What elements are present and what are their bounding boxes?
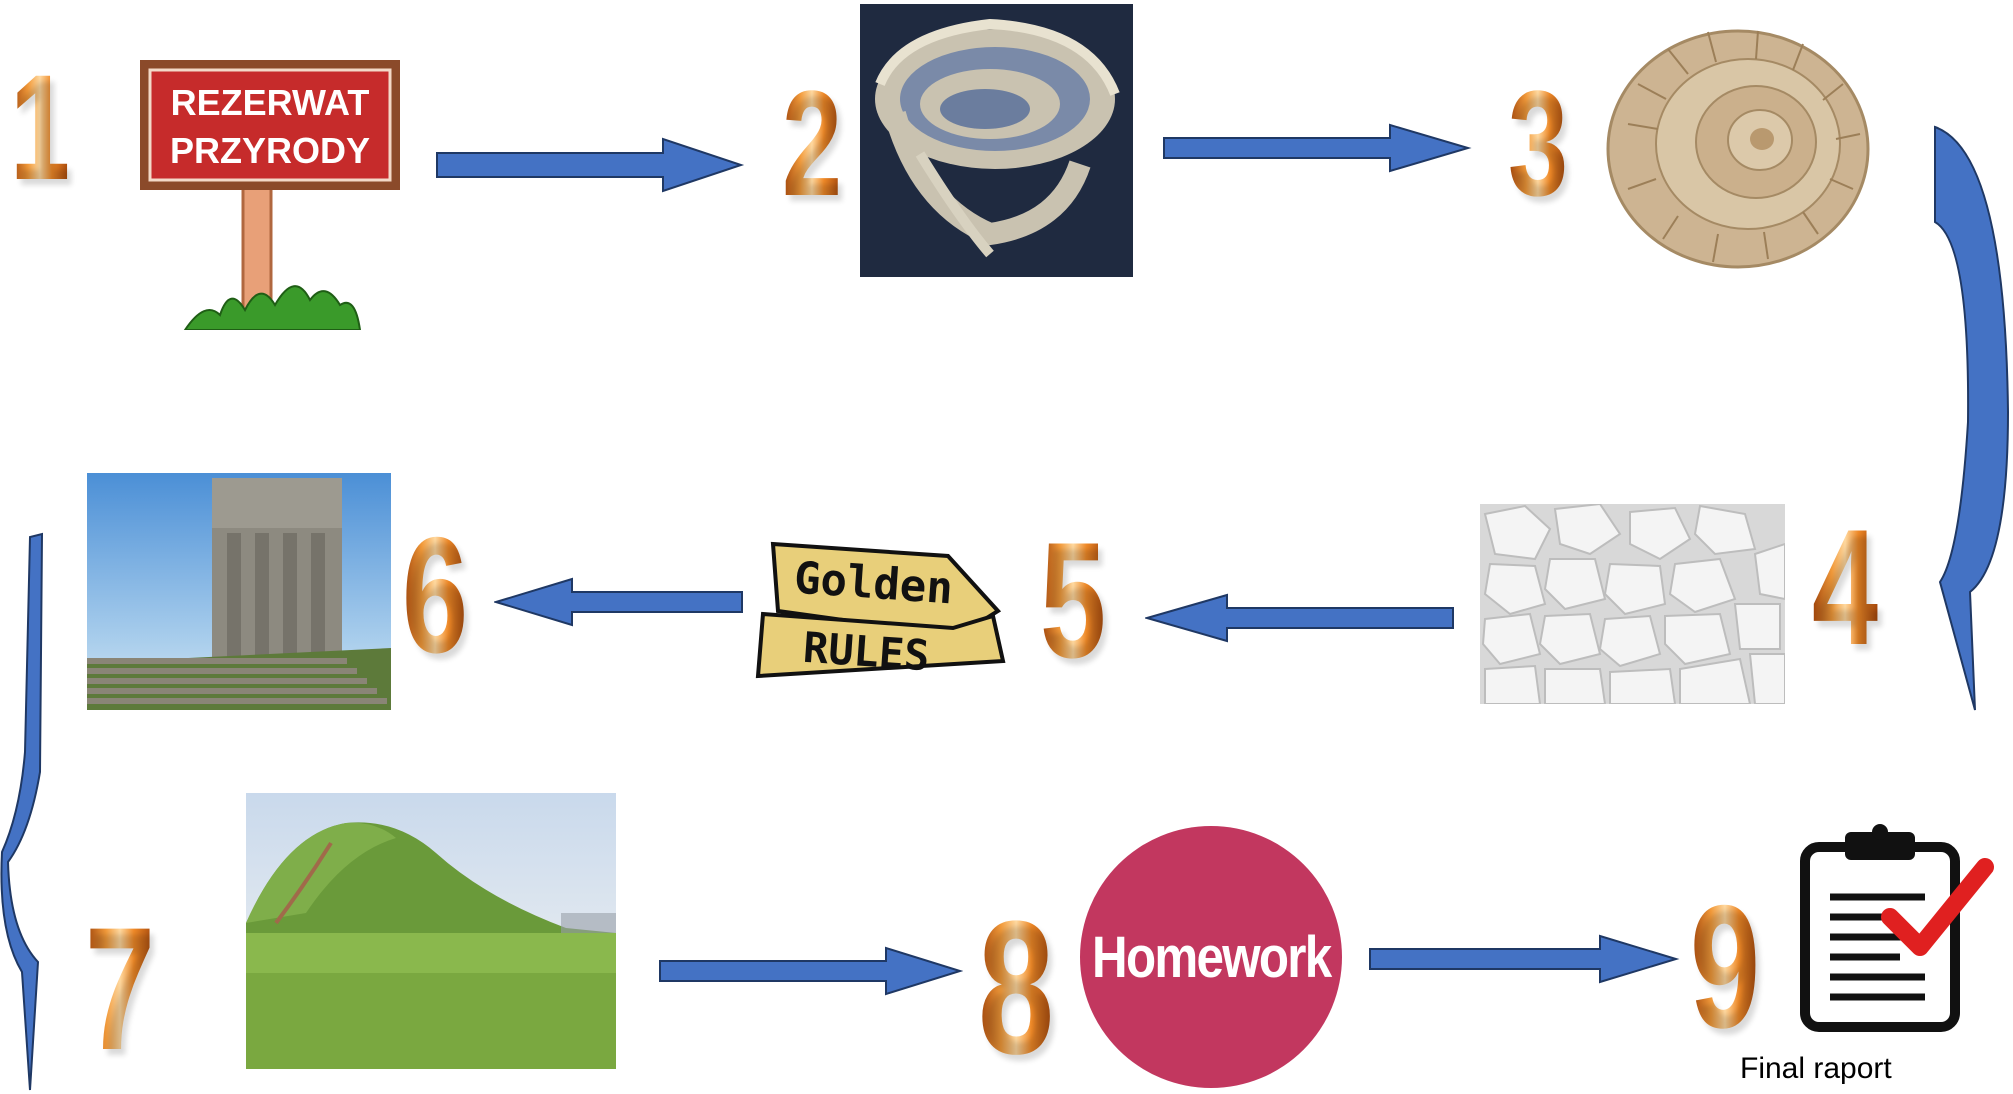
clipboard-check-icon: [1795, 822, 1995, 1034]
step-number-4: 4: [1812, 495, 1879, 679]
sign-text-line2: PRZYRODY: [170, 130, 370, 171]
arrow-left-1: [494, 576, 744, 628]
sign-text-line1: REZERWAT: [171, 82, 370, 123]
step-number-2: 2: [782, 59, 843, 227]
arrow-right-3: [658, 945, 963, 997]
arrow-right-2: [1162, 122, 1472, 174]
golden-rules-tape: Golden RULES: [748, 536, 1006, 691]
step-number-7: 7: [85, 892, 156, 1087]
step-number-3: 3: [1508, 59, 1569, 227]
white-stones-photo: [1480, 504, 1785, 704]
arrow-right-1: [435, 135, 745, 195]
step-number-8: 8: [978, 882, 1055, 1094]
homework-circle: Homework: [1080, 826, 1342, 1088]
ammonite-fossil: [1598, 4, 1888, 294]
step-number-9: 9: [1690, 870, 1761, 1065]
arrow-right-4: [1368, 933, 1680, 985]
grassy-mound-photo: [246, 793, 616, 1069]
tape-text-rules: RULES: [802, 623, 932, 681]
step-number-5: 5: [1040, 508, 1107, 692]
arrow-curve-left: [0, 532, 50, 1092]
geologic-time-spiral: [860, 4, 1133, 277]
nature-reserve-sign: REZERWAT PRZYRODY: [135, 55, 405, 330]
final-raport-caption: Final raport: [1740, 1052, 1892, 1085]
monument-photo: [87, 473, 391, 710]
step-number-1: 1: [10, 43, 71, 211]
arrow-curve-right: [1930, 122, 2010, 712]
arrow-left-2: [1145, 592, 1455, 644]
homework-label: Homework: [1091, 924, 1332, 990]
step-number-6: 6: [402, 503, 469, 687]
tape-text-golden: Golden: [792, 553, 954, 615]
